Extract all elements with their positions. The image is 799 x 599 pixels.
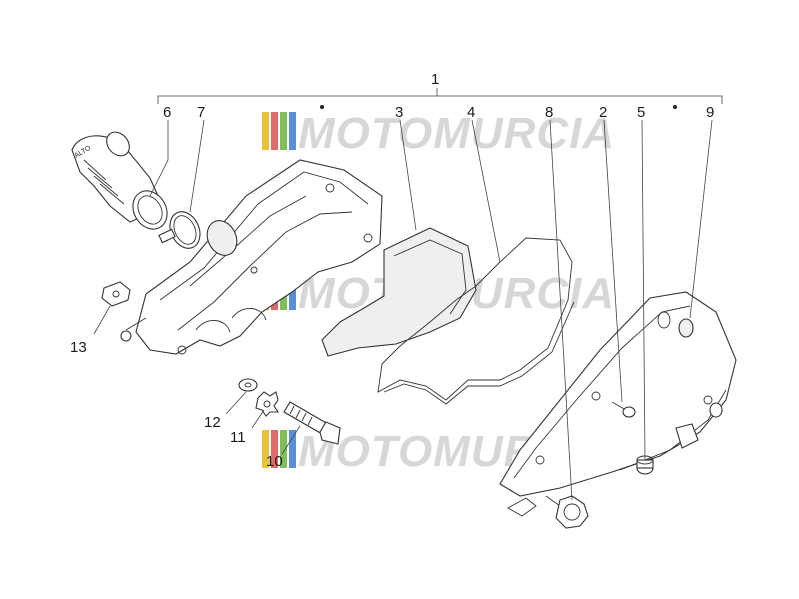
callout-5: 5 [637,104,645,121]
callout-8: 8 [545,104,553,121]
watermark-logo-stripes [262,430,296,468]
callout-6: 6 [163,104,171,121]
drain-knob [507,495,589,529]
callout-2: 2 [599,104,607,121]
intake-hose: ALTO [71,131,168,230]
screw [611,401,636,418]
callout-11: 11 [230,429,246,446]
callout-7: 7 [197,104,205,121]
callout-9: 9 [706,104,714,121]
callout-10: 10 [266,453,283,470]
serrated-washer [255,391,280,417]
airbox-housing [120,159,383,355]
airbox-cover [499,291,737,497]
dot-marker [673,105,677,109]
housing-pin [120,330,132,342]
callout-13: 13 [70,339,87,356]
gasket [377,237,575,405]
bolt [283,401,341,445]
callout-4: 4 [467,104,475,121]
callout-1: 1 [431,71,439,88]
assembly-bracket [157,88,723,109]
callout-3: 3 [395,104,403,121]
watermark-logo-stripes [262,112,296,150]
hose-clamp [158,211,201,249]
watermark-top: MOTOMURCIA [262,109,615,158]
callout-12: 12 [204,414,221,431]
clip-nut [101,281,131,307]
air-filter [321,227,477,357]
watermark-text: MOTOMURCIA [298,109,615,158]
washer [238,378,258,392]
cover-vent [678,318,694,338]
callouts: 1 6 7 3 4 8 2 5 9 13 12 11 10 [70,71,714,470]
dot-marker [320,105,324,109]
leader-lines [93,119,713,501]
